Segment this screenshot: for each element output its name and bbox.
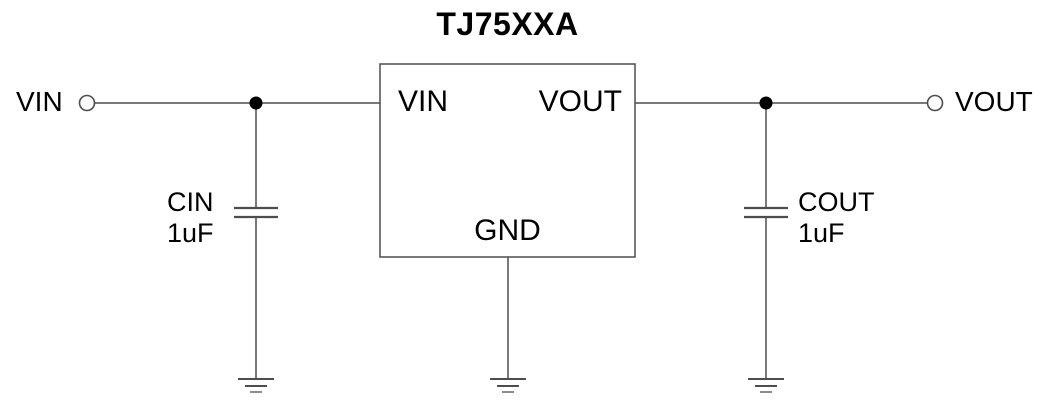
ic-pin-gnd-label: GND — [474, 214, 541, 247]
input-junction-dot — [249, 96, 263, 110]
ic-body — [379, 63, 636, 258]
cout-value: 1uF — [798, 218, 845, 248]
output-terminal-icon — [926, 94, 944, 112]
output-terminal-label: VOUT — [955, 86, 1033, 117]
cout-name: COUT — [798, 187, 875, 217]
diagram-title: TJ75XXA — [436, 6, 579, 42]
cin-value: 1uF — [167, 218, 214, 248]
cin-name: CIN — [167, 187, 214, 217]
ic-pin-vout-label: VOUT — [538, 85, 622, 118]
output-junction-dot — [759, 96, 773, 110]
cin-capacitor-label: CIN 1uF — [167, 187, 214, 249]
cout-capacitor-label: COUT 1uF — [798, 187, 875, 249]
ic-pin-vin-label: VIN — [398, 85, 449, 118]
input-terminal-label: VIN — [16, 86, 63, 117]
input-terminal-icon — [78, 94, 96, 112]
